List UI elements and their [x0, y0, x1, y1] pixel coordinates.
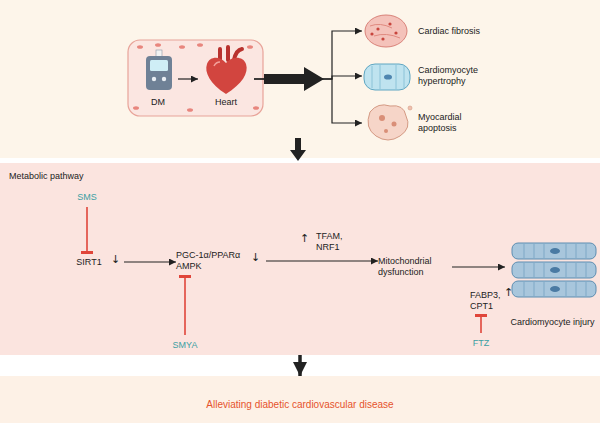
arrow-connector — [254, 31, 362, 79]
drug-node: FTZ — [466, 336, 496, 350]
illustration-part — [152, 77, 156, 81]
illustration-part — [128, 40, 263, 116]
outcome-node: Cardiomyocyte injury — [505, 238, 600, 328]
illustration-part — [150, 60, 168, 71]
illustration-part — [137, 45, 143, 49]
illustration-part — [512, 243, 596, 259]
node-text: Metabolic pathway — [9, 171, 84, 182]
node-text: SIRT1 — [76, 257, 101, 268]
outcome-item: Myocardial apoptosis — [362, 100, 492, 146]
illustration-part — [197, 43, 203, 47]
trend-arrow-label: ↑ — [300, 233, 309, 245]
illustration-part — [133, 106, 139, 110]
inhibition-connector — [480, 314, 482, 333]
drug-node: SMS — [72, 190, 102, 204]
node-text: DM — [151, 97, 165, 108]
illustration-part — [364, 64, 410, 90]
marker-node: FABP3, CPT1 — [470, 288, 504, 314]
illustration-part — [146, 56, 172, 90]
glucometer-icon — [146, 50, 172, 90]
node-text: Cardiomyocyte hypertrophy — [418, 65, 492, 87]
node-text: FABP3, CPT1 — [470, 290, 504, 312]
illustration-part — [379, 115, 385, 121]
illustration-part — [247, 45, 253, 49]
node-text: SMS — [77, 192, 97, 203]
icon-node: DM — [138, 50, 178, 108]
down-arrow — [290, 138, 306, 161]
illustration-part — [388, 22, 391, 25]
arrow-connector — [254, 76, 362, 79]
process-node: Mitochondrial dysfunction — [378, 253, 452, 281]
illustration-part — [155, 43, 161, 47]
conclusion-band: Alleviating diabetic cardiovascular dise… — [0, 376, 600, 423]
illustration-part — [512, 262, 596, 278]
trend-arrow-label: ↑ — [504, 287, 513, 299]
illustration-part — [206, 58, 246, 94]
trend-arrow-label: ↓ — [111, 254, 120, 266]
illustration-part — [384, 74, 392, 79]
illustration-part — [524, 244, 586, 296]
heart-icon — [206, 47, 246, 94]
illustration-part — [550, 248, 560, 254]
arrow-connector — [124, 261, 176, 262]
node-text: Mitochondrial dysfunction — [378, 256, 452, 278]
node-text: FTZ — [473, 338, 490, 349]
illustration-part — [253, 106, 259, 110]
node-text: PGC-1α/PPARα AMPK — [176, 250, 250, 272]
illustration-part — [392, 122, 397, 127]
illustration-part — [220, 47, 242, 60]
illustration-part — [381, 37, 384, 40]
arrow-connector — [452, 266, 505, 267]
cardiomyocyte-icon — [512, 243, 596, 297]
illustration-part — [394, 31, 397, 34]
illustration-part — [179, 45, 185, 49]
arrow-connector — [266, 260, 378, 261]
illustration-part — [512, 281, 596, 297]
illustration-part — [370, 24, 400, 38]
node-text: Heart — [215, 97, 237, 108]
illustration-part — [370, 32, 373, 35]
inhibition-connector — [184, 275, 186, 335]
process-node: SIRT1 — [68, 254, 110, 270]
trend-arrow-label: ↓ — [251, 252, 260, 264]
arrow-connector — [298, 355, 302, 376]
node-text: Cardiac fibrosis — [418, 26, 480, 37]
process-node: PGC-1α/PPARα AMPK — [176, 247, 250, 275]
edge-label: TFAM, NRF1 — [316, 231, 350, 253]
illustration-part — [408, 106, 412, 110]
illustration-part — [365, 15, 407, 47]
illustration-part — [156, 50, 162, 57]
icon-node: Heart — [198, 50, 254, 108]
arrow-connector — [178, 78, 198, 79]
node-text: Cardiomyocyte injury — [510, 317, 594, 328]
hypertrophy-icon — [364, 64, 410, 90]
node-text: SMYA — [173, 340, 198, 351]
illustration-part — [384, 129, 388, 133]
illustration-part — [368, 105, 408, 140]
node-text: Myocardial apoptosis — [418, 112, 492, 134]
illustration-part — [372, 65, 404, 89]
apoptosis-icon — [368, 105, 412, 140]
vessel-box — [128, 40, 263, 116]
illustration-part — [550, 267, 560, 273]
fibrosis-icon — [365, 15, 407, 47]
drug-node: SMYA — [166, 338, 204, 352]
illustration-part — [376, 27, 379, 30]
illustration-part — [162, 77, 166, 81]
top-band — [0, 0, 600, 158]
pathway-band: Metabolic pathwaySMS SIRT1 PGC-1α/PPARα AM… — [0, 163, 600, 355]
thick-arrow — [264, 67, 324, 91]
inhibition-connector — [86, 207, 88, 254]
outcome-item: Cardiomyocyte hypertrophy — [362, 56, 492, 96]
illustration-part — [550, 286, 560, 292]
outcome-item: Cardiac fibrosis — [362, 10, 492, 52]
arrow-connector — [254, 79, 362, 123]
illustration-part — [214, 62, 220, 66]
node-text: Alleviating diabetic cardiovascular dise… — [206, 399, 393, 411]
illustration-part — [187, 108, 193, 112]
